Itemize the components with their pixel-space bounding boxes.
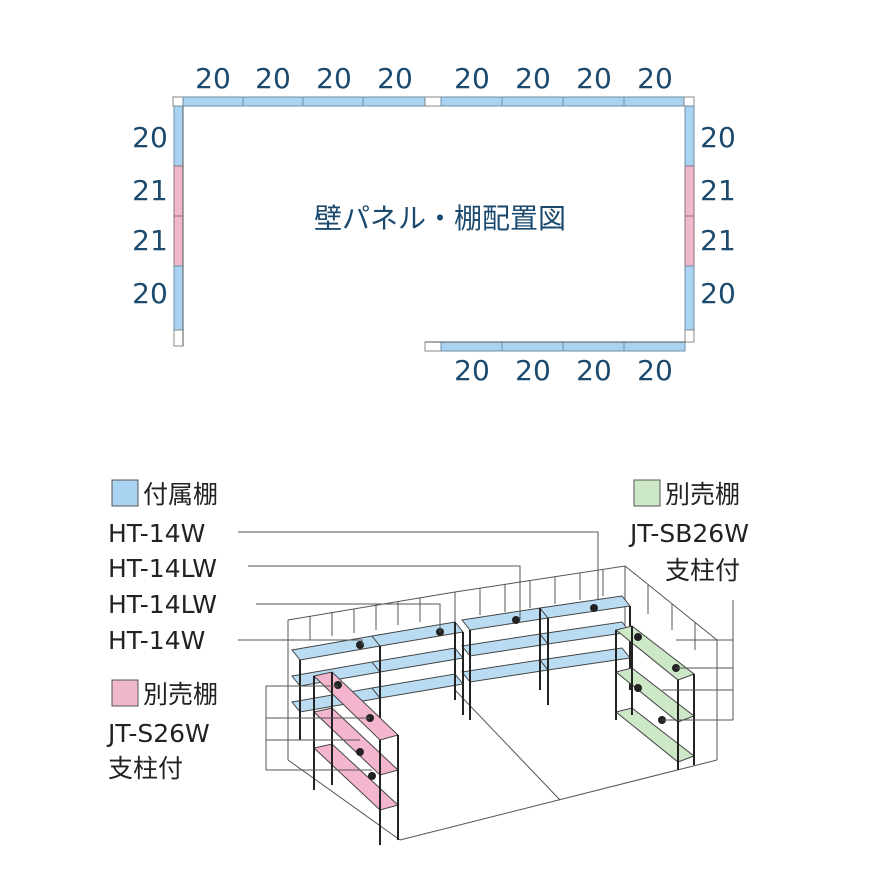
left-number: 20 <box>132 121 168 154</box>
pink-shelf-note: 支柱付 <box>108 754 183 783</box>
bottom-number: 20 <box>576 354 612 387</box>
wall-panel-plan: 20 20 20 20 20 20 20 20 20 21 21 20 20 2… <box>132 62 736 387</box>
top-number: 20 <box>637 62 673 95</box>
green-shelf-swatch <box>633 479 661 507</box>
green-shelf-note: 支柱付 <box>665 556 740 585</box>
bottom-number: 20 <box>454 354 490 387</box>
left-model-label: HT-14LW <box>108 590 217 619</box>
green-shelf-model: JT-SB26W <box>628 519 749 548</box>
included-shelf-swatch <box>111 479 139 507</box>
top-number: 20 <box>515 62 551 95</box>
left-number: 21 <box>132 224 168 257</box>
included-shelf-label: 付属棚 <box>143 480 218 509</box>
right-number: 20 <box>700 121 736 154</box>
left-number: 20 <box>132 277 168 310</box>
top-number: 20 <box>316 62 352 95</box>
shelf-layout-drawing <box>238 531 734 845</box>
left-number: 21 <box>132 174 168 207</box>
left-model-label: HT-14W <box>108 626 205 655</box>
top-number: 20 <box>195 62 231 95</box>
bottom-number: 20 <box>637 354 673 387</box>
right-number: 21 <box>700 224 736 257</box>
left-model-label: HT-14W <box>108 519 205 548</box>
green-shelf-label: 別売棚 <box>665 480 740 509</box>
pink-shelf-model: JT-S26W <box>106 719 210 748</box>
bottom-number: 20 <box>515 354 551 387</box>
top-number: 20 <box>454 62 490 95</box>
left-model-label: HT-14LW <box>108 554 217 583</box>
plan-title: 壁パネル・棚配置図 <box>314 202 566 235</box>
top-number: 20 <box>377 62 413 95</box>
pink-shelf-swatch <box>111 679 139 707</box>
top-number: 20 <box>255 62 291 95</box>
legend: 付属棚 HT-14W HT-14LW HT-14LW HT-14W 別売棚 JT… <box>106 479 749 783</box>
top-number: 20 <box>576 62 612 95</box>
right-number: 20 <box>700 277 736 310</box>
pink-shelf-label: 別売棚 <box>143 680 218 709</box>
right-number: 21 <box>700 174 736 207</box>
